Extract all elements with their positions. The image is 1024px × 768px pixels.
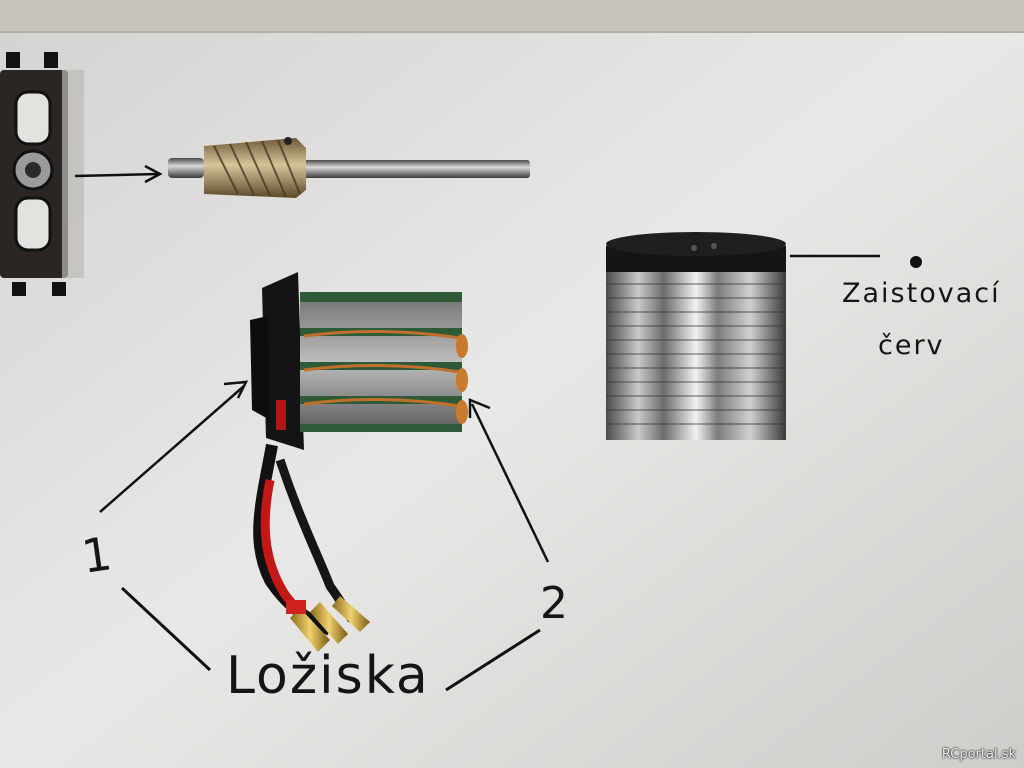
bullet-connectors bbox=[286, 596, 370, 652]
arrow-bearing-2 bbox=[470, 403, 550, 563]
label-bearing-2: 2 bbox=[540, 578, 568, 629]
top-wall-strip bbox=[0, 0, 1024, 32]
set-screw bbox=[910, 256, 922, 268]
motor-bell-housing bbox=[606, 232, 786, 440]
rotor-shaft-with-pinion bbox=[168, 137, 530, 198]
motor-mount-bracket bbox=[0, 52, 84, 296]
line-1-to-lozika bbox=[120, 586, 212, 672]
line-2-to-lozika bbox=[445, 628, 541, 692]
label-set-screw-line2: červ bbox=[878, 330, 945, 361]
arrow-bearing-1 bbox=[99, 385, 245, 513]
stator-with-windings bbox=[250, 272, 468, 450]
arrow-to-shaft bbox=[74, 172, 159, 178]
label-bearings: Ložiska bbox=[226, 646, 430, 706]
label-set-screw-line1: Zaistovací bbox=[842, 278, 1001, 309]
watermark: RCportal.sk bbox=[941, 747, 1016, 762]
